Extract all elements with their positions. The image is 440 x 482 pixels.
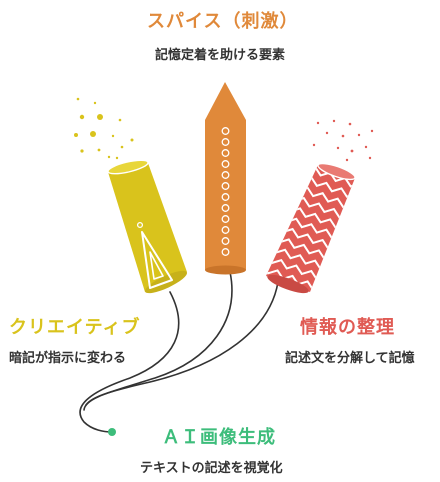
- spice-description: 記憶定着を助ける要素: [155, 48, 286, 63]
- fuse-line-creative: [79, 291, 180, 433]
- creative-title: クリエイティブ: [9, 317, 141, 338]
- organize-title: 情報の整理: [300, 317, 395, 338]
- fuse-line-organize: [85, 281, 279, 406]
- fuse-lines: [79, 271, 279, 433]
- firework-rocket-icon: [205, 82, 246, 275]
- creative-description: 暗記が指示に変わる: [9, 351, 127, 366]
- firework-cone-icon: [74, 97, 187, 294]
- ai-title: ＡＩ画像生成: [162, 427, 276, 448]
- spice-title: スパイス（刺激）: [147, 11, 299, 32]
- firework-zigzag-icon: [266, 119, 374, 294]
- ai-description: テキストの記述を視覚化: [140, 461, 283, 476]
- fuse-line-spice: [83, 271, 233, 411]
- fuse-origin-icon: [108, 428, 116, 436]
- organize-description: 記述文を分解して記憶: [285, 351, 415, 366]
